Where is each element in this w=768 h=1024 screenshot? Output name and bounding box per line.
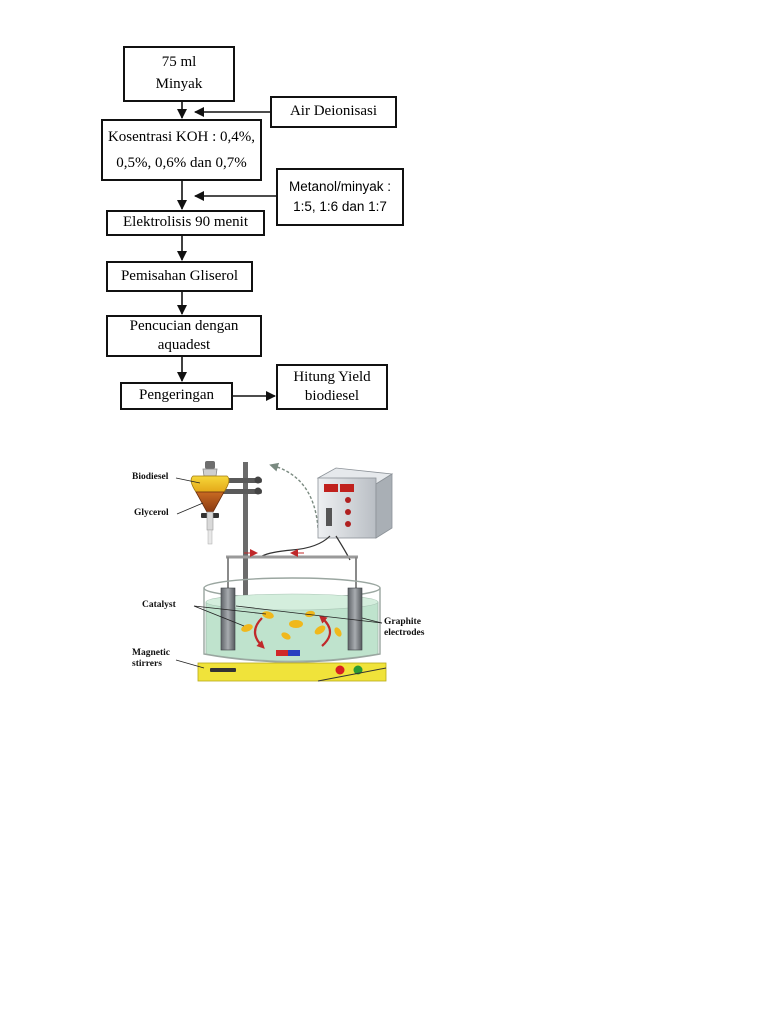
node-glycerol-separation-line-1: Pemisahan Gliserol <box>120 267 239 284</box>
funnel-glycerol-layer <box>195 491 225 513</box>
node-drying: Pengeringan <box>120 382 233 410</box>
power-supply-knob-1 <box>345 497 351 503</box>
stir-arrow-right <box>318 615 332 647</box>
label-graphite-line-2: electrodes <box>384 627 425 638</box>
stir-bar-blue <box>288 650 300 656</box>
stirrer-cable <box>317 667 387 682</box>
label-magnetic-stirrers: Magnetic stirrers <box>132 648 170 670</box>
node-methanol-line-1: Metanol/minyak : <box>288 179 392 195</box>
node-washing-line-2: aquadest <box>157 337 211 353</box>
leader-biodiesel <box>175 477 201 484</box>
label-stirrer-line-2: stirrers <box>132 658 162 669</box>
node-yield-line-2: biodiesel <box>304 388 360 404</box>
power-supply-knob-2 <box>345 509 351 515</box>
flowchart-connectors <box>177 102 276 401</box>
node-oil: 75 ml Minyak <box>123 46 235 102</box>
beaker-solution-surface <box>205 593 379 611</box>
catalyst-particle <box>314 625 326 635</box>
stand-rod <box>243 462 248 622</box>
node-koh-line-2: 0,5%, 0,6% dan 0,7% <box>116 155 247 171</box>
stirrer-red-knob <box>335 665 345 675</box>
label-stirrer-line-1: Magnetic <box>132 648 170 658</box>
catalyst-particle <box>241 624 253 632</box>
leader-graphite-1 <box>235 605 383 624</box>
stir-bar-red <box>276 650 288 656</box>
leader-catalyst-2 <box>193 605 267 615</box>
transfer-arrow <box>269 462 319 529</box>
catalyst-particle <box>281 632 291 640</box>
node-methanol-line-2: 1:5, 1:6 dan 1:7 <box>293 199 387 214</box>
leader-stirrer <box>175 659 205 669</box>
node-drying-line-1: Pengeringan <box>139 387 214 404</box>
node-water: Air Deionisasi <box>270 96 397 128</box>
catalyst-particle <box>289 620 303 628</box>
stir-arrow-left <box>253 617 265 649</box>
leader-graphite-2 <box>361 617 383 624</box>
node-koh: Kosentrasi KOH : 0,4%, 0,5%, 0,6% dan 0,… <box>101 119 262 181</box>
node-yield: Hitung Yield biodiesel <box>276 364 388 410</box>
node-koh-line-1: Kosentrasi KOH : 0,4%, <box>107 128 256 145</box>
node-yield-line-1: Hitung Yield <box>293 368 371 385</box>
node-electrolysis: Elektrolisis 90 menit <box>106 210 265 236</box>
leader-catalyst-1 <box>193 605 245 627</box>
label-graphite-electrodes: Graphite electrodes <box>384 617 424 639</box>
node-washing-line-1: Pencucian dengan <box>129 318 239 335</box>
catalyst-particle <box>305 610 315 618</box>
wire-negative <box>335 535 351 561</box>
power-supply-display-2 <box>340 484 354 492</box>
beaker-wall <box>203 588 381 663</box>
label-catalyst: Catalyst <box>142 600 176 610</box>
node-washing: Pencucian dengan aquadest <box>106 315 262 357</box>
label-biodiesel: Biodiesel <box>132 472 169 482</box>
funnel-neck <box>202 468 218 477</box>
funnel-stem <box>206 511 214 531</box>
node-glycerol-separation: Pemisahan Gliserol <box>106 261 253 292</box>
funnel-stopper <box>205 461 215 469</box>
power-supply-display-1 <box>324 484 338 492</box>
clamp-knob-2 <box>254 487 262 495</box>
power-supply-knob-3 <box>345 521 351 527</box>
node-methanol: Metanol/minyak : 1:5, 1:6 dan 1:7 <box>276 168 404 226</box>
catalyst-particle <box>334 627 342 637</box>
node-water-line-1: Air Deionisasi <box>289 103 378 120</box>
funnel-tip <box>207 529 213 545</box>
catalyst-particle <box>262 611 274 619</box>
stirrer-green-knob <box>353 665 363 675</box>
clamp-knob <box>254 476 262 484</box>
leader-glycerol <box>176 502 204 515</box>
graphite-electrode-left <box>220 587 236 651</box>
stirrer-slot <box>210 668 236 672</box>
node-oil-line-2: Minyak <box>155 76 203 92</box>
node-electrolysis-line-1: Elektrolisis 90 menit <box>123 214 248 231</box>
node-oil-line-1: 75 ml <box>161 54 197 71</box>
label-glycerol: Glycerol <box>134 508 169 518</box>
label-graphite-line-1: Graphite <box>384 617 421 627</box>
power-supply-terminal <box>326 508 332 526</box>
power-supply-side <box>375 473 393 539</box>
funnel-biodiesel-layer <box>190 475 230 493</box>
